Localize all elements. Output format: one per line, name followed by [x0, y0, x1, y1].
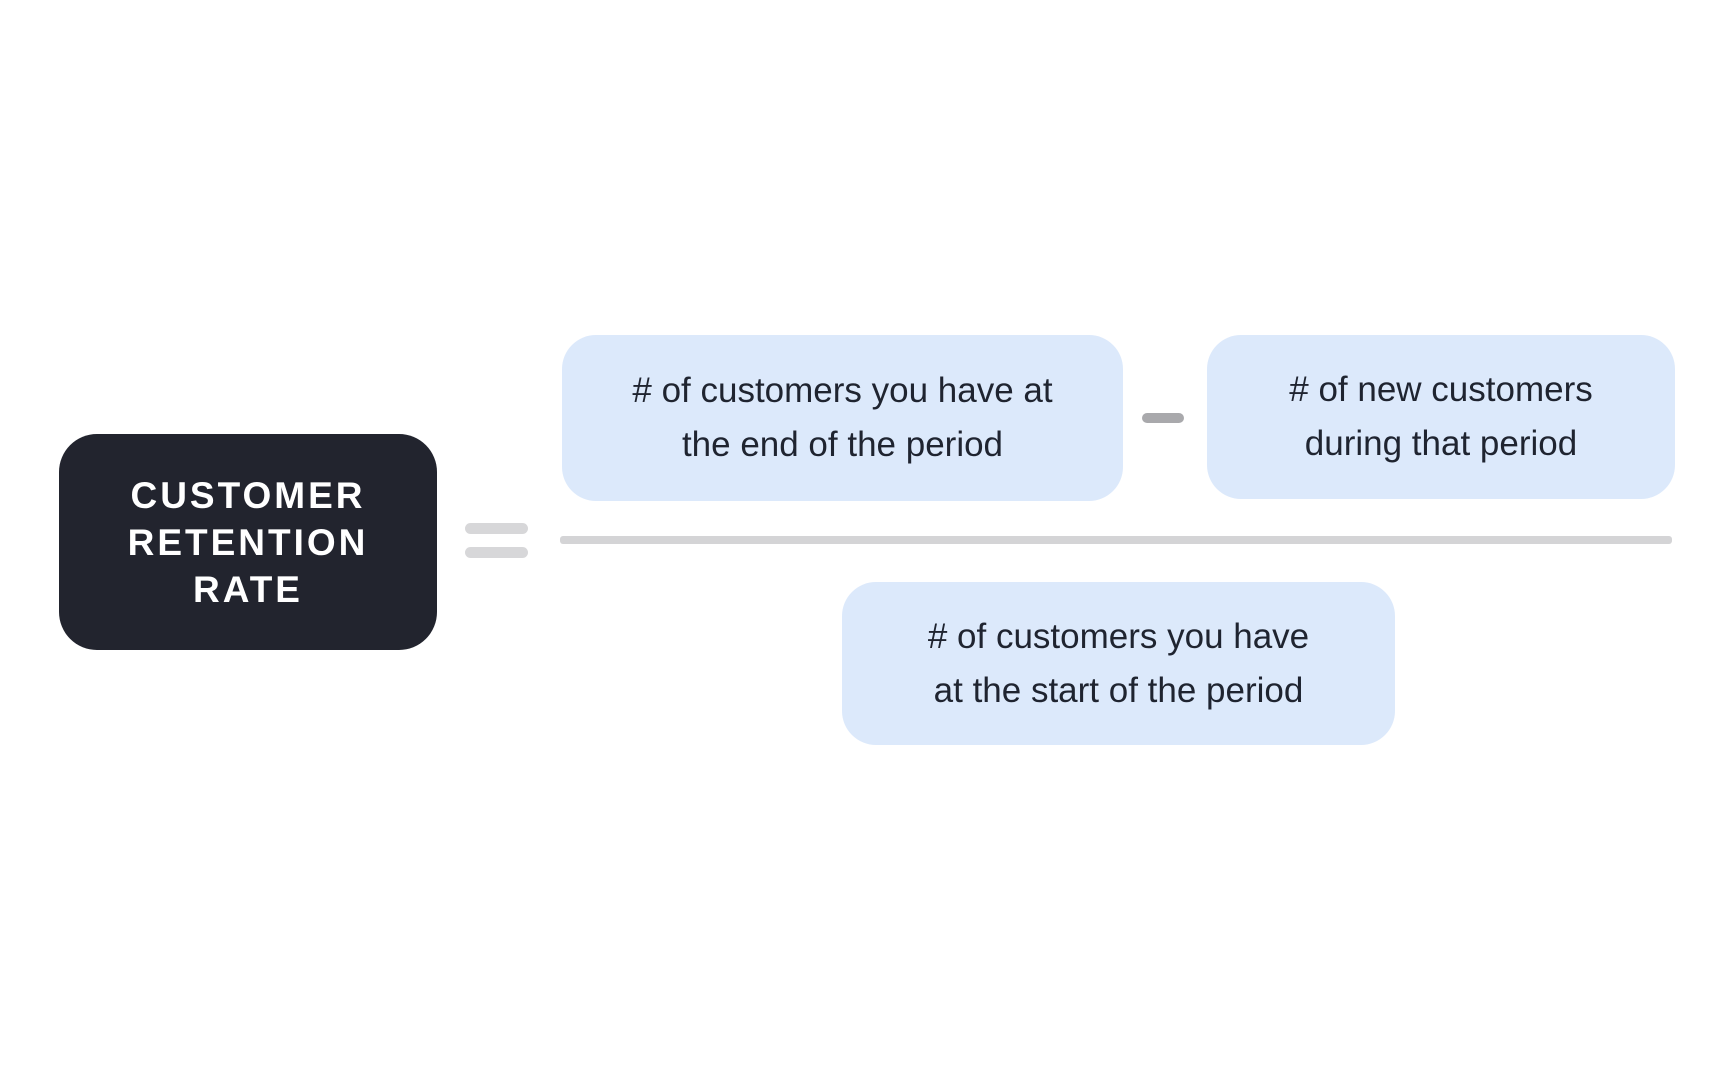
equals-bar-bottom	[465, 547, 528, 558]
denominator-label: # of customers you have at the start of …	[927, 616, 1310, 710]
numerator-subtrahend-label: # of new customers during that period	[1289, 370, 1593, 463]
metric-card: CUSTOMER RETENTION RATE	[59, 434, 437, 650]
equals-bar-top	[465, 523, 528, 534]
equals-icon	[465, 523, 528, 558]
numerator-subtrahend-box: # of new customers during that period	[1207, 335, 1675, 499]
metric-label: CUSTOMER RETENTION RATE	[127, 474, 369, 610]
minus-icon	[1142, 413, 1184, 423]
numerator-minuend-label: # of customers you have at the end of th…	[632, 371, 1053, 464]
numerator-minuend-box: # of customers you have at the end of th…	[562, 335, 1123, 501]
denominator-box: # of customers you have at the start of …	[842, 582, 1395, 745]
fraction-divider	[560, 536, 1672, 544]
